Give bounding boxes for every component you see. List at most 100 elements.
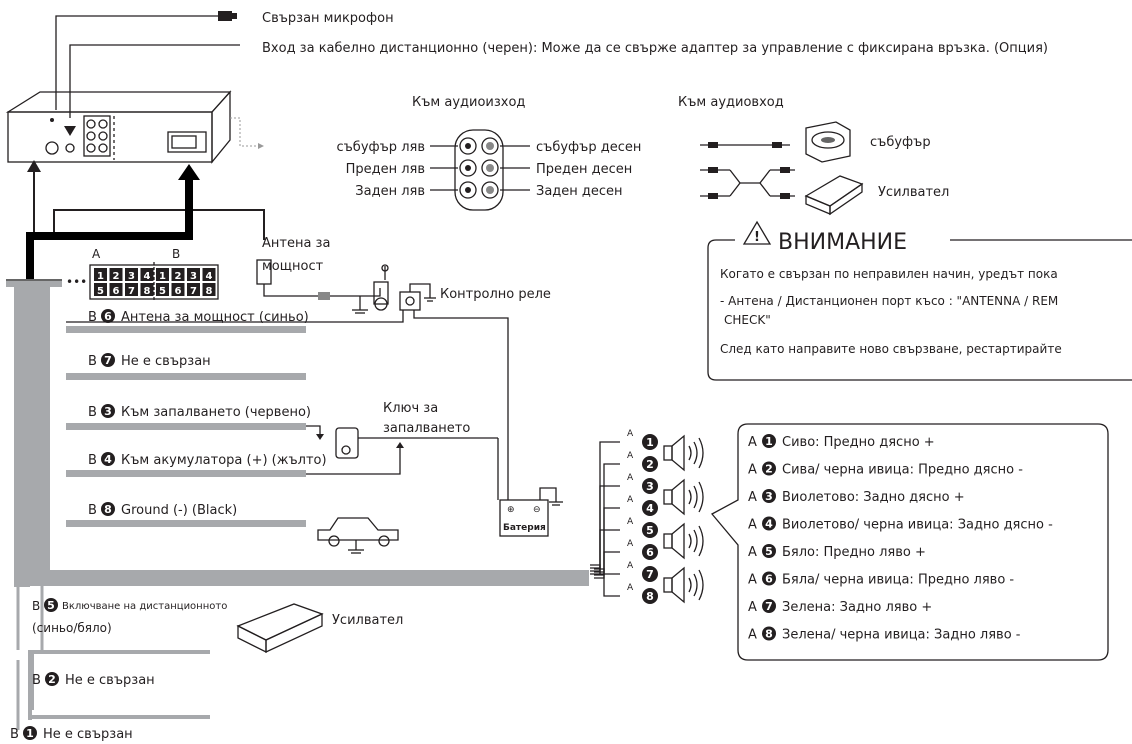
svg-text:4: 4 bbox=[104, 453, 112, 466]
svg-text:1: 1 bbox=[26, 727, 34, 740]
head-unit bbox=[5, 90, 264, 164]
svg-text:7: 7 bbox=[646, 568, 654, 581]
connector-pin: 3 bbox=[125, 268, 138, 282]
svg-text:Зелена: Задно ляво +: Зелена: Задно ляво + bbox=[782, 600, 932, 615]
speaker-wire-num: 3 bbox=[642, 478, 658, 494]
svg-text:A: A bbox=[627, 429, 634, 439]
wire-b1: B 1 Не е свързан bbox=[10, 726, 133, 742]
svg-text:6: 6 bbox=[765, 573, 773, 586]
svg-text:A: A bbox=[627, 473, 634, 483]
wire-b7: B 7 Не е свързан bbox=[88, 353, 211, 369]
svg-text:B: B bbox=[10, 727, 19, 742]
connector-pin: 7 bbox=[187, 283, 200, 297]
antenna-label-2: мощност bbox=[262, 259, 324, 274]
speaker-wire-num: 8 bbox=[642, 588, 658, 604]
connector-pin: 8 bbox=[140, 283, 154, 297]
relay-label: Контролно реле bbox=[440, 287, 551, 302]
connector-pin: 4 bbox=[202, 268, 216, 282]
connector-pin: 2 bbox=[171, 268, 185, 282]
connector-label-a: A bbox=[92, 247, 101, 261]
svg-text:Ground (-) (Black): Ground (-) (Black) bbox=[121, 503, 237, 518]
amplifier-label-top: Усилвател bbox=[878, 185, 949, 200]
rca-rear-right: Заден десен bbox=[536, 184, 623, 199]
svg-text:1: 1 bbox=[97, 271, 104, 282]
connector-pin: 7 bbox=[125, 283, 138, 297]
amplifier-icon-top bbox=[804, 175, 864, 216]
svg-text:Бяла/ черна ивица: Предно ляво: Бяла/ черна ивица: Предно ляво - bbox=[782, 573, 1014, 588]
svg-text:2: 2 bbox=[646, 458, 654, 471]
connector-label-b: B bbox=[172, 247, 180, 261]
speaker-wire-num: 2 bbox=[642, 456, 658, 472]
amplifier-icon-bottom bbox=[236, 603, 324, 654]
svg-text:A: A bbox=[748, 573, 757, 588]
mic-wire bbox=[55, 11, 237, 110]
svg-text:1: 1 bbox=[159, 271, 166, 282]
ignition-key-icon bbox=[306, 425, 498, 475]
connector-dots: ••• bbox=[66, 275, 87, 289]
caution-title: ВНИМАНИЕ bbox=[778, 230, 907, 255]
speaker-wire-num: 5 bbox=[642, 522, 658, 538]
svg-text:B: B bbox=[32, 599, 40, 613]
svg-text:7: 7 bbox=[128, 286, 135, 297]
svg-text:4: 4 bbox=[646, 502, 654, 515]
rca-sub-left: събуфър ляв bbox=[336, 140, 425, 155]
svg-text:4: 4 bbox=[765, 518, 773, 531]
svg-text:A: A bbox=[748, 518, 757, 533]
svg-text:Антена за мощност (синьо): Антена за мощност (синьо) bbox=[121, 310, 309, 325]
caution-line-4: След като направите ново свързване, рест… bbox=[720, 342, 1062, 356]
svg-text:Сива/ черна ивица: Предно дясн: Сива/ черна ивица: Предно дясно - bbox=[782, 463, 1023, 478]
svg-text:B: B bbox=[88, 453, 97, 468]
svg-text:B: B bbox=[88, 503, 97, 518]
svg-text:6: 6 bbox=[113, 286, 120, 297]
svg-text:8: 8 bbox=[144, 286, 151, 297]
svg-text:2: 2 bbox=[175, 271, 182, 282]
svg-text:6: 6 bbox=[175, 286, 182, 297]
speaker-wire-num: 1 bbox=[642, 434, 658, 450]
svg-text:6: 6 bbox=[646, 546, 654, 559]
speaker-icon bbox=[663, 434, 704, 472]
rca-block bbox=[83, 115, 111, 157]
main-harness bbox=[26, 160, 265, 283]
svg-text:8: 8 bbox=[765, 628, 773, 641]
svg-text:5: 5 bbox=[47, 599, 55, 612]
svg-text:⊖: ⊖ bbox=[533, 505, 541, 515]
relay-icon bbox=[66, 283, 509, 500]
speaker-icon bbox=[663, 522, 704, 560]
svg-text:A: A bbox=[627, 539, 634, 549]
connector-pin: 6 bbox=[171, 283, 185, 297]
svg-text:Бяло: Предно ляво +: Бяло: Предно ляво + bbox=[782, 545, 926, 560]
speaker-icon bbox=[663, 478, 704, 516]
svg-text:4: 4 bbox=[206, 271, 213, 282]
connector-pin: 5 bbox=[156, 283, 169, 297]
wire-b6: B 6 Антена за мощност (синьо) bbox=[88, 309, 309, 325]
rca-sub-right: събуфър десен bbox=[536, 140, 641, 155]
svg-text:Към запалването (червено): Към запалването (червено) bbox=[121, 405, 311, 420]
svg-text:Не е свързан: Не е свързан bbox=[43, 727, 133, 742]
svg-text:7: 7 bbox=[190, 286, 197, 297]
svg-text:⊕: ⊕ bbox=[507, 505, 515, 515]
speaker-legend-box bbox=[710, 423, 1109, 661]
battery-icon: ⊕ ⊖ bbox=[497, 438, 563, 537]
speaker-wire-num: 6 bbox=[642, 544, 658, 560]
connector-pin: 8 bbox=[202, 283, 216, 297]
rca-rear-left: Заден ляв bbox=[355, 184, 425, 199]
svg-text:A: A bbox=[627, 517, 634, 527]
svg-text:Виолетово/ черна ивица: Задно: Виолетово/ черна ивица: Задно дясно - bbox=[782, 518, 1053, 533]
svg-text:A: A bbox=[748, 490, 757, 505]
svg-text:Към акумулатора (+) (жълто): Към акумулатора (+) (жълто) bbox=[121, 453, 327, 468]
connector-pin: 3 bbox=[187, 268, 200, 282]
svg-text:Не е свързан: Не е свързан bbox=[65, 673, 155, 688]
antenna-label-1: Антена за bbox=[262, 236, 330, 251]
svg-text:Не е свързан: Не е свързан bbox=[121, 354, 211, 369]
svg-text:1: 1 bbox=[646, 436, 654, 449]
audio-out-rca bbox=[430, 129, 530, 211]
svg-text:5: 5 bbox=[646, 524, 654, 537]
